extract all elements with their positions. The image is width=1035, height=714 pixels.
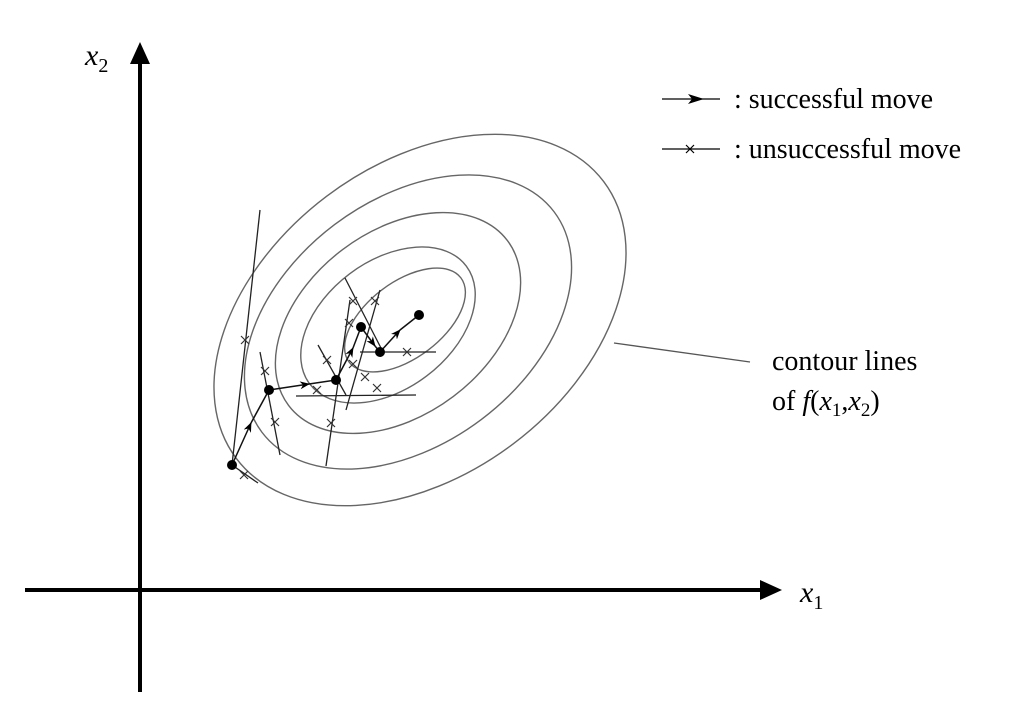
iterate-point	[331, 375, 341, 385]
iterate-point	[227, 460, 237, 470]
probe-line	[344, 277, 383, 351]
x-marker	[402, 347, 412, 357]
contour-annotation: contour lines of f(x1,x2)	[613, 342, 917, 421]
x1-axis-label-sub: 1	[813, 592, 823, 614]
probe-line	[345, 289, 381, 411]
contour-ellipse-1	[213, 133, 627, 507]
x-marker	[312, 385, 322, 395]
annotation-x2: x	[847, 386, 861, 417]
contour-ellipse-5	[343, 267, 467, 373]
x1-axis-label-var: x	[799, 576, 814, 609]
x-marker	[344, 318, 354, 328]
axes: x1 x2	[25, 39, 823, 692]
success-arrow	[335, 347, 354, 381]
annotation-x2-sub: 2	[861, 400, 871, 421]
probe-line	[231, 209, 261, 466]
annotation-close-paren: )	[870, 386, 879, 417]
iterate-points	[227, 310, 424, 470]
x-marker	[370, 296, 380, 306]
probe-line	[317, 344, 347, 396]
legend-successful-text: : successful move	[734, 84, 933, 115]
annotation-x1-sub: 1	[832, 400, 842, 421]
annotation-x1: x	[818, 386, 832, 417]
x1-axis-label: x1	[799, 576, 823, 614]
success-arrow	[268, 381, 310, 391]
x-marker	[270, 417, 280, 427]
success-arrow	[231, 422, 252, 466]
x2-axis-arrowhead	[130, 42, 150, 64]
x1-axis-arrowhead	[760, 580, 782, 600]
iterate-point	[414, 310, 424, 320]
iterate-point	[264, 385, 274, 395]
contour-lines	[213, 133, 627, 507]
unsuccessful-markers	[239, 296, 412, 480]
annotation-f: f	[802, 386, 813, 417]
x2-axis-label-sub: 2	[98, 55, 108, 77]
iterate-point	[356, 322, 366, 332]
contour-ellipse-4	[300, 246, 476, 404]
x-marker	[326, 418, 336, 428]
successful-moves	[231, 314, 420, 466]
success-arrow-tail	[250, 389, 270, 424]
x-marker	[240, 335, 250, 345]
iterate-point	[375, 347, 385, 357]
contour-ellipse-2	[243, 174, 573, 470]
x-marker	[348, 296, 358, 306]
probe-line	[259, 351, 281, 456]
legend: : successful move : unsuccessful move	[662, 84, 961, 165]
x2-axis-label: x2	[84, 39, 108, 77]
x-marker	[239, 470, 249, 480]
annotation-of: of	[772, 386, 802, 417]
probe-lines	[231, 209, 436, 484]
legend-unsuccessful-text: : unsuccessful move	[734, 134, 961, 165]
x-marker	[322, 355, 332, 365]
annotation-leader-line	[613, 342, 751, 363]
annotation-line2: of f(x1,x2)	[772, 386, 880, 421]
annotation-line1: contour lines	[772, 346, 917, 377]
x-marker	[360, 372, 370, 382]
legend-successful-symbol	[662, 94, 720, 104]
annotation-comma: ,	[841, 386, 848, 417]
x-marker	[260, 366, 270, 376]
probe-line	[295, 394, 417, 397]
x-marker	[348, 359, 358, 369]
x-marker	[372, 383, 382, 393]
contour-ellipse-3	[274, 211, 522, 435]
legend-unsuccessful-symbol	[662, 144, 720, 154]
x2-axis-label-var: x	[84, 39, 99, 72]
annotation-open-paren: (	[810, 386, 819, 417]
